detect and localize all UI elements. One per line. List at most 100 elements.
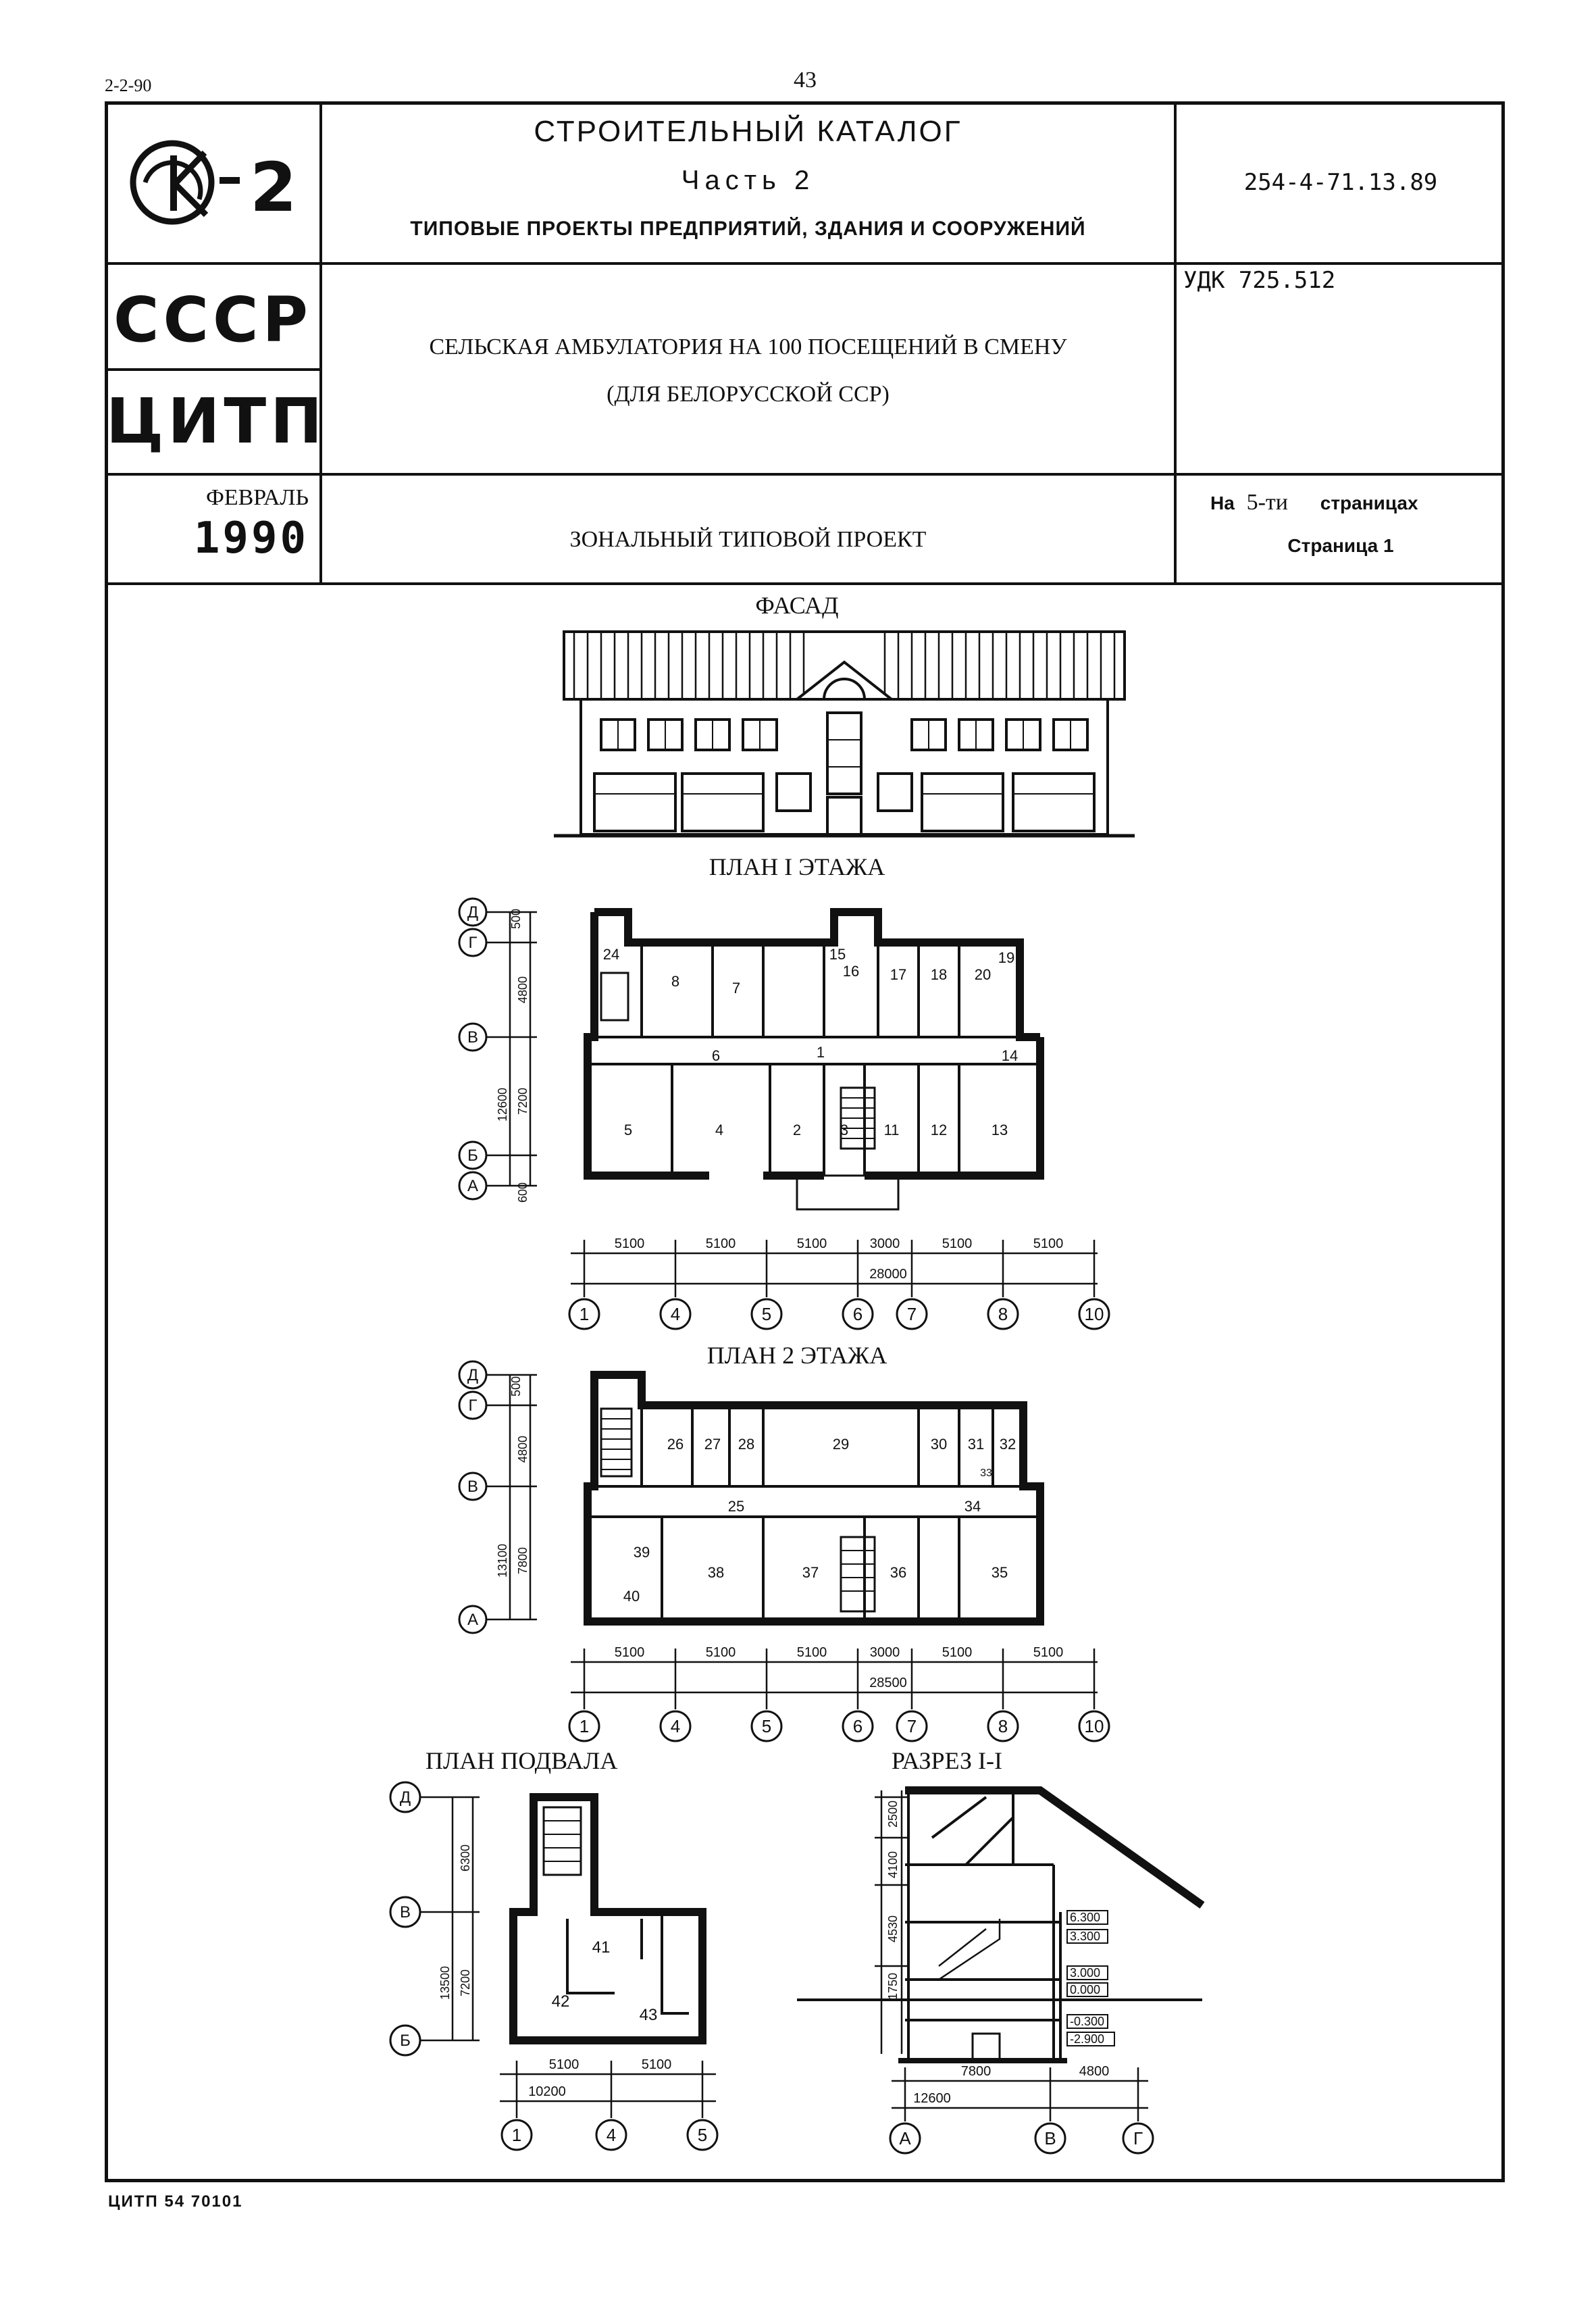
basement-title: ПЛАН ПОДВАЛА [426, 1747, 618, 1774]
section-total: 12600 [913, 2091, 951, 2106]
plan2-total: 28500 [869, 1676, 907, 1690]
room-33: 33 [980, 1467, 992, 1479]
room-36: 36 [890, 1564, 906, 1581]
plan1-axis-d: Д [467, 903, 478, 922]
basement-dim-6300: 6300 [459, 1844, 472, 1871]
room-8: 8 [671, 973, 679, 990]
room-11: 11 [884, 1122, 900, 1138]
pages-prefix: На [1210, 493, 1235, 513]
sheet-frame [105, 101, 1505, 2182]
sk-logo-icon: 2 [130, 140, 297, 227]
room-1: 1 [817, 1044, 825, 1061]
plan2-bdim-5: 5100 [942, 1645, 973, 1660]
section-levels: 6.300 3.300 3.000 0.000 -0.300 -2.900 [1066, 1910, 1115, 2046]
level-minus-2900: -2.900 [1070, 2032, 1104, 2046]
room-38: 38 [708, 1564, 724, 1581]
plan1-axis-v: В [467, 1028, 478, 1047]
plan2-bdim-2: 5100 [706, 1645, 736, 1660]
plan2-dim-13100: 13100 [496, 1544, 509, 1578]
project-title-line1: СЕЛЬСКАЯ АМБУЛАТОРИЯ НА 100 ПОСЕЩЕНИЙ В … [429, 334, 1067, 359]
plan2-axis-6: 6 [853, 1716, 863, 1736]
level-3000: 3.000 [1070, 1966, 1100, 1980]
section-dim-4530: 4530 [886, 1915, 900, 1942]
section-bdim-4800: 4800 [1079, 2064, 1110, 2079]
room-2: 2 [793, 1122, 801, 1138]
level-0000: 0.000 [1070, 1983, 1100, 1996]
country-label: СССР [113, 284, 312, 356]
room-41: 41 [592, 1938, 611, 1957]
sk2-logo: 2 [125, 135, 307, 230]
plan1-axis-5: 5 [762, 1304, 771, 1324]
room-30: 30 [931, 1436, 947, 1453]
room-12: 12 [931, 1122, 947, 1138]
plan1-total: 28000 [869, 1267, 907, 1282]
plan1-axis-10: 10 [1085, 1304, 1104, 1324]
plan2-axis-10: 10 [1085, 1716, 1104, 1736]
plan1-title: ПЛАН I ЭТАЖА [709, 853, 885, 880]
room-14: 14 [1002, 1047, 1018, 1064]
section-axis-a: А [899, 2128, 911, 2148]
plan1-left-axes [458, 897, 488, 1201]
basement-axis-b: Б [400, 2032, 411, 2050]
basement-bottom-axes [500, 2119, 719, 2151]
roof [563, 630, 1126, 701]
plan1-axis-6: 6 [853, 1304, 863, 1324]
plan2-dim-500: 500 [509, 1376, 523, 1397]
basement-dim-13500: 13500 [438, 1966, 452, 2000]
basement-bdim-1: 5100 [549, 2057, 580, 2072]
footer-code: ЦИТП 54 70101 [108, 2192, 243, 2211]
catalog-part: Часть 2 [681, 166, 815, 195]
plan1-bdim-3: 5100 [797, 1236, 827, 1251]
header-divider-1 [105, 262, 1505, 265]
room-3: 3 [840, 1122, 848, 1138]
plan2-walls [584, 1371, 1044, 1626]
plan1-bdim-2: 5100 [706, 1236, 736, 1251]
room-25: 25 [728, 1498, 744, 1515]
room-19: 19 [998, 949, 1014, 966]
plan2-room-numbers: 26 27 28 29 30 31 32 33 25 34 39 40 38 3… [623, 1436, 1016, 1605]
plan1-dim-500: 500 [509, 909, 523, 929]
room-37: 37 [802, 1564, 819, 1581]
basement-axis-1: 1 [512, 2125, 521, 2145]
plan2-drawing: Д Г В А 500 4800 7800 13100 26 27 28 29 … [458, 1360, 1110, 1742]
plan1-bdim-6: 5100 [1033, 1236, 1064, 1251]
plan2-axis-g: Г [469, 1397, 478, 1415]
level-3300: 3.300 [1070, 1930, 1100, 1943]
basement-axis-5: 5 [698, 2125, 707, 2145]
plan2-bdim-1: 5100 [615, 1645, 645, 1660]
svg-text:2: 2 [250, 148, 297, 227]
plan1-bdim-4: 3000 [870, 1236, 900, 1251]
plan2-axis-5: 5 [762, 1716, 771, 1736]
plan1-axis-1: 1 [580, 1304, 589, 1324]
section-axis-g: Г [1133, 2128, 1143, 2148]
plan1-bdim-5: 5100 [942, 1236, 973, 1251]
pages-info: На 5-ти страницах [1177, 490, 1505, 515]
room-20: 20 [975, 966, 991, 983]
room-31: 31 [968, 1436, 984, 1453]
plan1-bdim-1: 5100 [615, 1236, 645, 1251]
plan2-axis-4: 4 [671, 1716, 680, 1736]
basement-total: 10200 [528, 2084, 566, 2099]
page-label: Страница 1 [1287, 535, 1394, 556]
room-34: 34 [964, 1498, 981, 1515]
plan2-axis-a: А [467, 1611, 478, 1629]
header-col-1 [319, 101, 322, 584]
month-label: ФЕВРАЛЬ [205, 485, 309, 510]
basement-axis-4: 4 [607, 2125, 616, 2145]
project-code: 254-4-71.13.89 [1243, 169, 1438, 196]
catalog-title: СТРОИТЕЛЬНЫЙ КАТАЛОГ [534, 115, 962, 148]
room-42: 42 [552, 1992, 570, 2011]
room-7: 7 [732, 980, 740, 997]
section-dim-4100: 4100 [886, 1851, 900, 1878]
plan2-title: ПЛАН 2 ЭТАЖА [706, 1342, 887, 1369]
project-title-line2: (ДЛЯ БЕЛОРУССКОЙ ССР) [607, 382, 890, 407]
org-label: ЦИТП [106, 385, 327, 457]
project-type: ЗОНАЛЬНЫЙ ТИПОВОЙ ПРОЕКТ [569, 527, 927, 552]
facade-windows [593, 711, 1096, 836]
room-26: 26 [667, 1436, 684, 1453]
facade-drawing [554, 630, 1135, 838]
section-dim-1750: 1750 [886, 1973, 900, 2000]
room-28: 28 [738, 1436, 754, 1453]
section-title: РАЗРЕЗ I-I [892, 1747, 1003, 1774]
room-6: 6 [712, 1047, 720, 1064]
